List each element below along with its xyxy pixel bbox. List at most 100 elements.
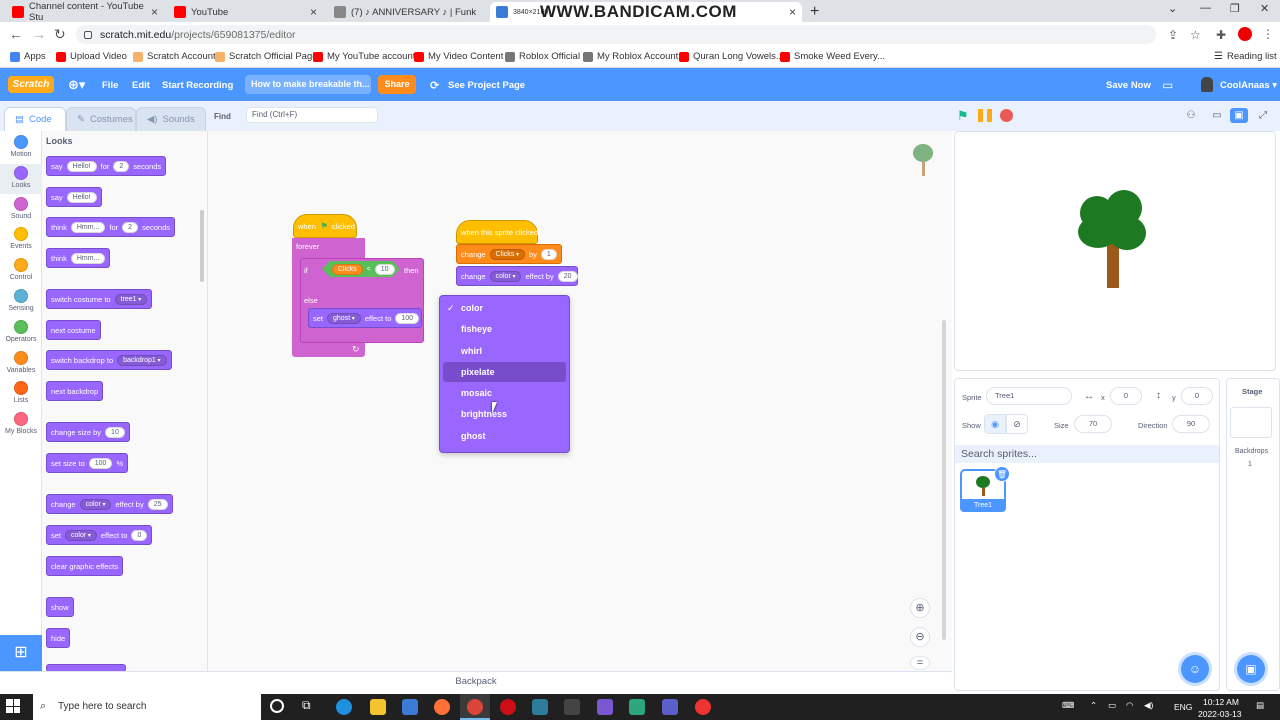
variable-dropdown[interactable]: Clicks (489, 248, 525, 260)
close-tab-icon[interactable]: × (150, 5, 158, 19)
bookmark-item[interactable]: Roblox Official (505, 51, 580, 62)
volume-icon[interactable]: ◀) (1144, 700, 1154, 710)
file-menu[interactable]: File (102, 80, 119, 91)
tab-costumes[interactable]: ✎Costumes (66, 107, 136, 131)
username-menu[interactable]: CoolAnaas ▾ (1220, 80, 1278, 91)
less-than-operator[interactable]: Clicks < 10 (322, 261, 400, 277)
effect-value-input[interactable]: 100 (395, 312, 420, 324)
cortana-icon[interactable] (270, 699, 284, 713)
hide-block[interactable]: hide (46, 628, 71, 648)
change-size-block[interactable]: change size by 10 (46, 422, 130, 442)
url-bar[interactable]: scratch.mit.edu/projects/659081375/edito… (76, 25, 1156, 44)
taskbar-search-input[interactable]: Type here to search (33, 694, 261, 720)
size-input[interactable]: 100 (88, 457, 113, 469)
effect-option-mosaic[interactable]: mosaic (461, 388, 493, 398)
new-tab-icon[interactable]: + (810, 3, 820, 20)
choose-backdrop-button[interactable]: ▣ (1237, 655, 1265, 683)
category-control[interactable]: Control (0, 256, 42, 286)
pause-button[interactable] (978, 109, 992, 122)
profile-avatar-icon[interactable] (1238, 27, 1252, 41)
category-lists[interactable]: Lists (0, 379, 42, 409)
project-title-input[interactable]: How to make breakable th... (245, 75, 371, 94)
sprite-name-input[interactable]: Tree1 (986, 387, 1072, 405)
small-stage-button[interactable]: ▭ (1212, 110, 1222, 121)
notifications-icon[interactable]: ▤ (1256, 700, 1265, 710)
globe-language-icon[interactable]: ⊕▾ (68, 77, 86, 92)
windows-start-icon[interactable] (6, 699, 20, 713)
bookmark-item[interactable]: Scratch Account (133, 51, 216, 62)
if-else-block[interactable] (300, 258, 424, 343)
share-button[interactable]: Share (378, 75, 416, 94)
opera-icon[interactable] (500, 699, 516, 715)
zoom-out-button[interactable]: ⊖ (910, 627, 930, 647)
app-icon[interactable] (564, 699, 580, 715)
switch-costume-block[interactable]: switch costume to tree1 (46, 289, 153, 309)
effect-dropdown-open[interactable]: color (489, 270, 522, 282)
start-recording-menu[interactable]: Start Recording (162, 80, 234, 91)
bookmark-item[interactable]: My Roblox Account (583, 51, 678, 62)
edge-icon[interactable] (336, 699, 352, 715)
green-flag-button[interactable]: ⚑ (957, 108, 969, 123)
change-variable-block[interactable]: change Clicks by 1 (456, 244, 562, 264)
effect-option-pixelate[interactable]: pixelate (461, 367, 495, 377)
tab-search-icon[interactable]: ⌄ (1168, 3, 1178, 15)
when-flag-clicked-hat[interactable]: when ⚑ clicked (293, 214, 357, 238)
scratch-logo[interactable]: Scratch (8, 76, 54, 93)
firefox-icon[interactable] (434, 699, 450, 715)
bandicam-icon[interactable] (695, 699, 711, 715)
x-position-input[interactable]: 0 (1110, 387, 1142, 405)
effect-value-input[interactable]: 0 (131, 529, 148, 541)
show-sprite-eye-icon[interactable]: ◉ (984, 414, 1006, 434)
bookmark-item[interactable]: Upload Video (56, 51, 127, 62)
next-costume-block[interactable]: next costume (46, 320, 101, 340)
store-icon[interactable] (402, 699, 418, 715)
app-icon[interactable] (629, 699, 645, 715)
browser-tab[interactable]: (7) ♪ ANNIVERSARY ♪ | Funk (328, 2, 486, 22)
switch-backdrop-block[interactable]: switch backdrop to backdrop1 (46, 350, 172, 370)
set-effect-script-block[interactable]: set ghost effect to 100 (308, 308, 422, 328)
extensions-icon[interactable]: ✚ (1216, 28, 1227, 42)
tab-code[interactable]: ▤Code (4, 107, 66, 131)
back-icon[interactable]: ← (9, 26, 23, 42)
app-icon[interactable] (532, 699, 548, 715)
category-motion[interactable]: Motion (0, 133, 42, 163)
say-for-block[interactable]: say Hello! for 2 seconds (46, 156, 167, 176)
tab-sounds[interactable]: ◀)Sounds (136, 107, 206, 131)
bookmark-item[interactable]: My YouTube account (313, 51, 415, 62)
fullscreen-icon[interactable]: ⤢ (1259, 110, 1267, 121)
bookmark-item[interactable]: Scratch Official Page (215, 51, 318, 62)
zoom-in-button[interactable]: ⊕ (910, 598, 930, 618)
sprite-search-input[interactable]: Search sprites... (955, 445, 1219, 463)
find-input[interactable]: Find (Ctrl+F) (246, 107, 378, 123)
teams-icon[interactable] (662, 699, 678, 715)
network-icon[interactable]: ▭ (1108, 700, 1117, 710)
when-sprite-clicked-hat[interactable]: when this sprite clicked (456, 220, 538, 244)
category-operators[interactable]: Operators (0, 318, 42, 348)
language-indicator[interactable]: ENG (1174, 702, 1193, 712)
close-window-icon[interactable]: ✕ (1260, 3, 1270, 15)
category-variables[interactable]: Variables (0, 349, 42, 379)
script-area-scrollbar[interactable] (942, 320, 946, 640)
zoom-reset-button[interactable]: = (910, 656, 930, 670)
bookmark-item[interactable]: Smoke Weed Every... (780, 51, 885, 62)
direction-input[interactable]: 90 (1172, 415, 1210, 433)
message-input[interactable]: Hello! (66, 160, 97, 172)
effect-option-brightness[interactable]: brightness (461, 409, 508, 419)
normal-stage-button[interactable]: ▣ (1230, 108, 1248, 123)
browser-tab[interactable]: Channel content - YouTube Stu × (6, 1, 164, 23)
compare-value-input[interactable]: 10 (375, 264, 395, 275)
effect-dropdown[interactable]: color (79, 498, 112, 510)
message-input[interactable]: Hmm... (70, 221, 106, 233)
script-area[interactable] (208, 131, 952, 671)
category-my-blocks[interactable]: My Blocks (0, 410, 42, 440)
task-view-icon[interactable]: ⧉ (302, 698, 311, 712)
bookmark-item[interactable]: My Video Content (414, 51, 503, 62)
clear-graphic-effects-block[interactable]: clear graphic effects (46, 556, 123, 576)
say-block[interactable]: say Hello! (46, 187, 102, 207)
bookmark-item[interactable]: Quran Long Vowels... (679, 51, 784, 62)
think-for-block[interactable]: think Hmm... for 2 seconds (46, 217, 176, 237)
effect-dropdown[interactable]: color (65, 529, 97, 541)
effect-option-whirl[interactable]: whirl (461, 346, 483, 356)
browser-tab[interactable]: YouTube × (168, 2, 323, 22)
size-input[interactable]: 70 (1074, 415, 1112, 433)
